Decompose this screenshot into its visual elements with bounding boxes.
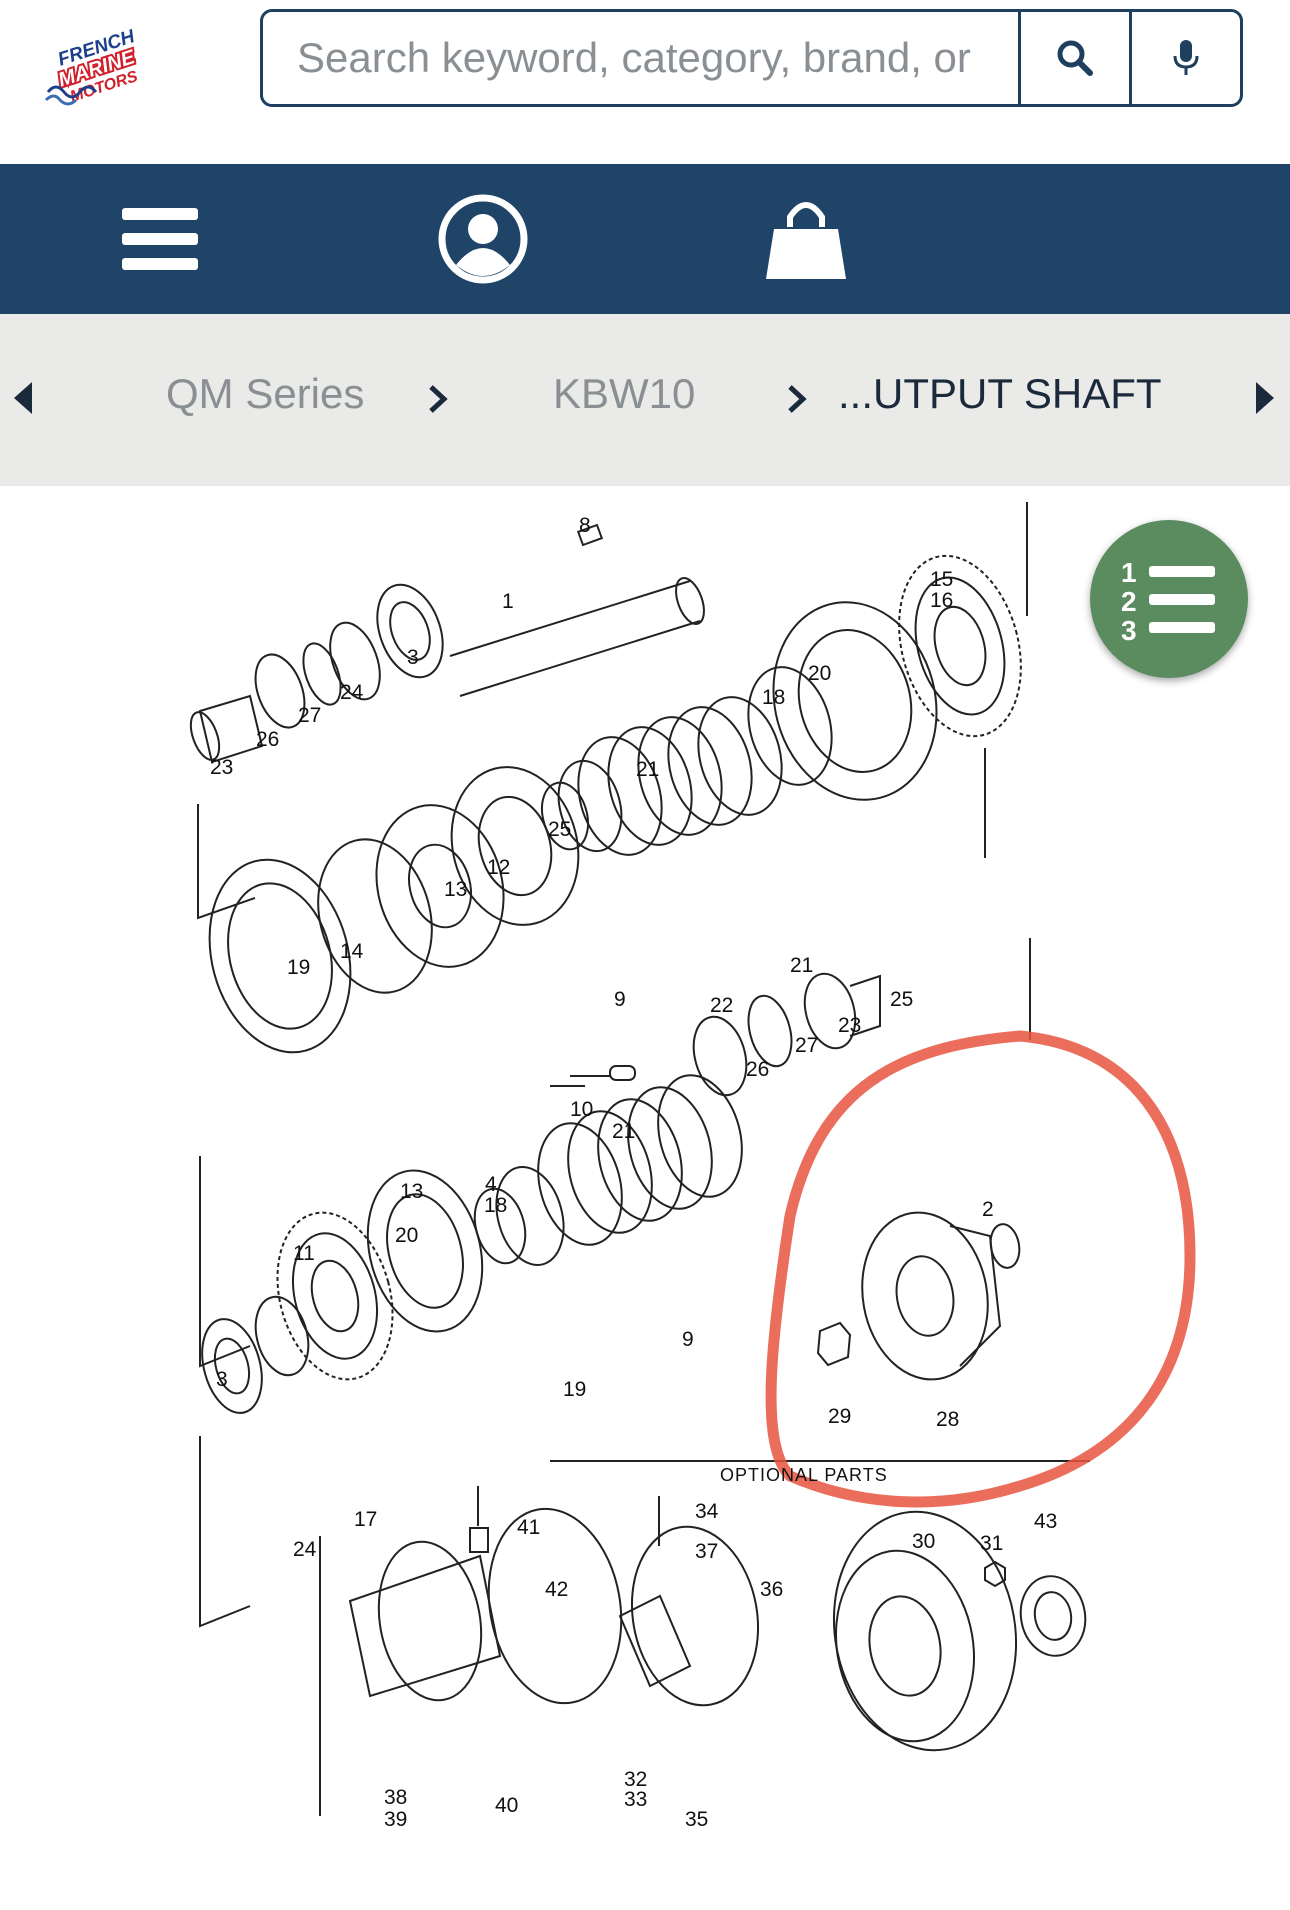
menu-button[interactable]	[110, 189, 210, 289]
svg-text:21: 21	[612, 1120, 635, 1143]
svg-text:31: 31	[980, 1532, 1003, 1555]
svg-text:9: 9	[614, 988, 626, 1011]
parts-diagram: 8 1 3 24 27 26 23 15 16 20 18 21 25 12 1…	[0, 486, 1290, 1905]
svg-text:29: 29	[828, 1405, 851, 1428]
breadcrumb-item-kbw10[interactable]: KBW10	[553, 370, 696, 417]
svg-text:14: 14	[340, 940, 364, 963]
chevron-right-icon	[429, 385, 448, 413]
svg-text:34: 34	[695, 1500, 719, 1523]
account-icon	[438, 194, 528, 284]
logo[interactable]: FRENCH MARINE MOTORS	[40, 22, 170, 106]
svg-text:24: 24	[293, 1538, 317, 1561]
svg-text:16: 16	[930, 589, 953, 612]
svg-text:25: 25	[890, 988, 913, 1011]
svg-text:13: 13	[400, 1180, 423, 1203]
svg-text:25: 25	[548, 818, 571, 841]
svg-text:19: 19	[563, 1378, 586, 1401]
svg-text:38: 38	[384, 1786, 407, 1809]
highlight-circle	[765, 1030, 1196, 1508]
svg-text:10: 10	[570, 1098, 593, 1121]
numbered-list-icon: 1 2 3	[1121, 557, 1215, 644]
svg-text:27: 27	[298, 704, 321, 727]
svg-text:4: 4	[485, 1173, 497, 1196]
svg-text:35: 35	[685, 1808, 708, 1831]
search-icon	[1057, 40, 1093, 76]
svg-text:39: 39	[384, 1808, 407, 1831]
svg-text:8: 8	[579, 514, 591, 537]
svg-text:19: 19	[287, 956, 310, 979]
svg-text:33: 33	[624, 1788, 647, 1811]
svg-text:3: 3	[1121, 615, 1137, 644]
breadcrumb-item-output-shaft: ...UTPUT SHAFT	[838, 370, 1162, 417]
svg-text:23: 23	[210, 756, 233, 779]
svg-text:17: 17	[354, 1508, 377, 1531]
microphone-icon	[1173, 40, 1199, 75]
svg-text:23: 23	[838, 1014, 861, 1037]
account-button[interactable]	[433, 189, 533, 289]
svg-text:18: 18	[762, 686, 785, 709]
svg-text:41: 41	[517, 1516, 540, 1539]
voice-search-button[interactable]	[1129, 12, 1240, 104]
search-input[interactable]	[263, 12, 1018, 104]
svg-text:12: 12	[487, 856, 510, 879]
svg-text:37: 37	[695, 1540, 718, 1563]
chevron-right-icon	[788, 385, 807, 413]
scroll-left-icon[interactable]	[12, 380, 34, 416]
key-part	[576, 523, 604, 547]
search-button[interactable]	[1018, 12, 1129, 104]
scroll-right-icon[interactable]	[1254, 380, 1276, 416]
svg-text:13: 13	[444, 878, 467, 901]
svg-text:15: 15	[930, 568, 953, 591]
svg-text:11: 11	[293, 1242, 315, 1265]
svg-text:3: 3	[216, 1368, 228, 1391]
parts-list-button[interactable]: 1 2 3	[1090, 520, 1248, 678]
svg-text:40: 40	[495, 1794, 518, 1817]
optional-parts-label: OPTIONAL PARTS	[720, 1465, 888, 1485]
svg-text:22: 22	[710, 994, 733, 1017]
menu-icon	[122, 208, 198, 270]
svg-text:1: 1	[502, 590, 514, 613]
svg-text:3: 3	[407, 646, 419, 669]
svg-text:2: 2	[1121, 586, 1137, 617]
svg-text:28: 28	[936, 1408, 959, 1431]
svg-text:30: 30	[912, 1530, 935, 1553]
svg-text:42: 42	[545, 1578, 568, 1601]
svg-text:36: 36	[760, 1578, 783, 1601]
svg-text:20: 20	[395, 1224, 418, 1247]
breadcrumb-item-qm-series[interactable]: QM Series	[166, 370, 365, 417]
search-bar	[260, 9, 1243, 107]
shopping-bag-icon	[766, 202, 846, 279]
svg-text:1: 1	[1121, 557, 1137, 588]
svg-text:20: 20	[808, 662, 831, 685]
part-labels: 8 1 3 24 27 26 23 15 16 20 18 21 25 12 1…	[210, 514, 1057, 1831]
svg-text:26: 26	[256, 728, 279, 751]
header: FRENCH MARINE MOTORS	[0, 0, 1290, 164]
svg-text:24: 24	[340, 681, 364, 704]
nav-bar	[0, 164, 1290, 314]
svg-text:9: 9	[682, 1328, 694, 1351]
breadcrumb: QM Series KBW10 ...UTPUT SHAFT	[0, 314, 1290, 486]
svg-text:26: 26	[746, 1058, 769, 1081]
svg-text:32: 32	[624, 1768, 647, 1791]
cart-button[interactable]	[756, 189, 856, 289]
svg-text:27: 27	[795, 1034, 818, 1057]
svg-text:21: 21	[790, 954, 813, 977]
svg-text:43: 43	[1034, 1510, 1057, 1533]
svg-text:2: 2	[982, 1198, 994, 1221]
svg-text:18: 18	[484, 1194, 507, 1217]
svg-text:21: 21	[636, 758, 659, 781]
